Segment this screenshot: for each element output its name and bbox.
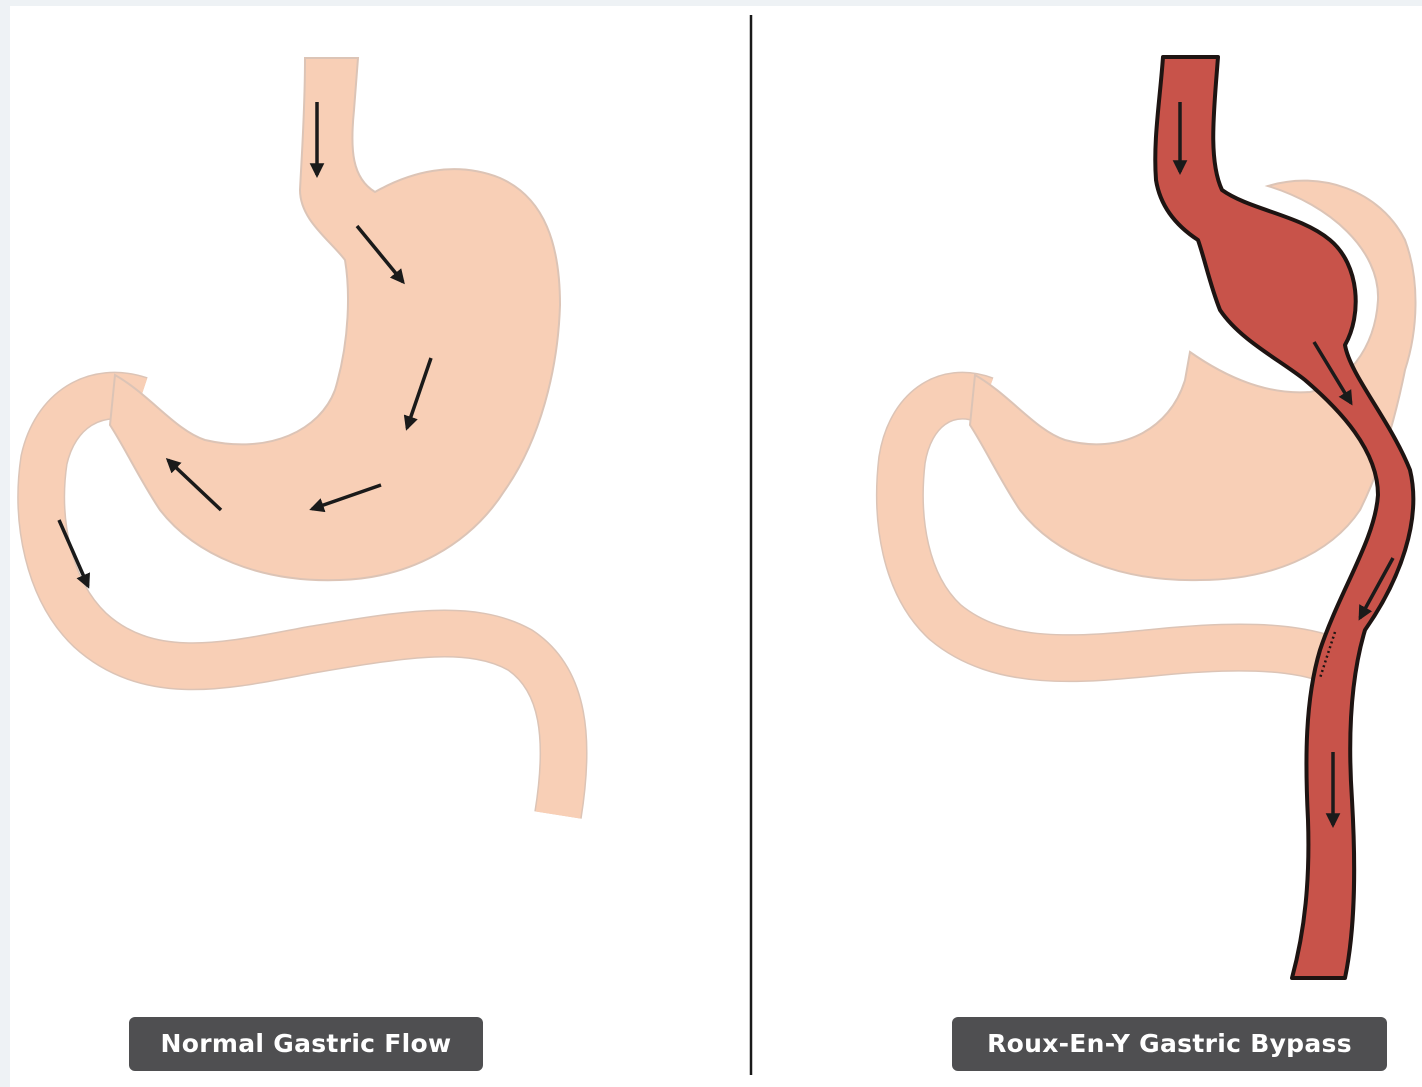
normal-stomach bbox=[41, 58, 563, 815]
caption-normal-gastric-flow: Normal Gastric Flow bbox=[129, 1017, 483, 1071]
bypass-stomach bbox=[900, 57, 1416, 978]
caption-roux-en-y-gastric-bypass: Roux-En-Y Gastric Bypass bbox=[952, 1017, 1387, 1071]
